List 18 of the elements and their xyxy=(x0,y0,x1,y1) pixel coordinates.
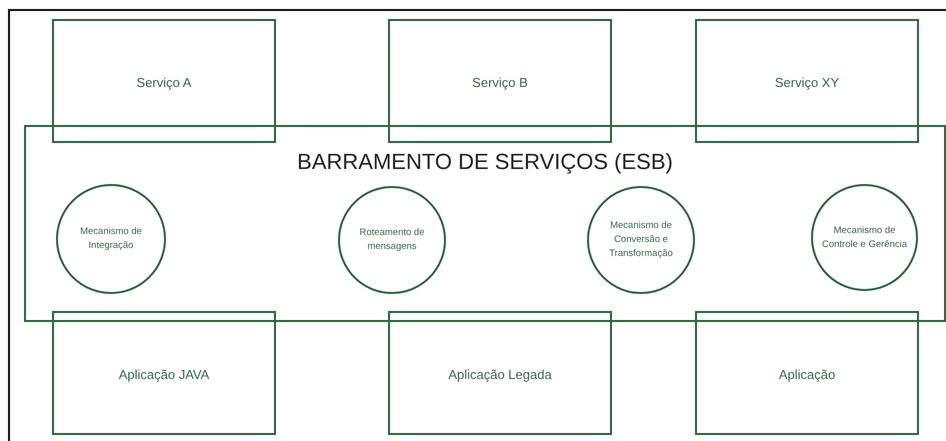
bus-band xyxy=(24,125,946,322)
component-label: Mecanismo de Integração xyxy=(79,225,143,253)
component-label: Mecanismo de Controle e Gerência xyxy=(821,224,908,252)
box-label: Aplicação JAVA xyxy=(118,366,210,384)
application-box xyxy=(52,311,276,435)
box-label: Aplicação xyxy=(778,366,836,384)
box-label: Serviço XY xyxy=(774,74,840,92)
bus-title: BARRAMENTO DE SERVIÇOS (ESB) xyxy=(296,148,674,176)
service-box xyxy=(695,19,919,143)
application-box xyxy=(695,311,919,435)
service-box xyxy=(388,19,612,143)
service-box xyxy=(52,19,276,143)
component-label: Roteamento de mensagens xyxy=(358,226,426,254)
component-label: Mecanismo de Conversão e Transformação xyxy=(608,219,674,261)
box-label: Serviço B xyxy=(471,74,529,92)
box-label: Aplicação Legada xyxy=(447,366,553,384)
application-box xyxy=(388,311,612,435)
box-label: Serviço A xyxy=(136,74,192,92)
